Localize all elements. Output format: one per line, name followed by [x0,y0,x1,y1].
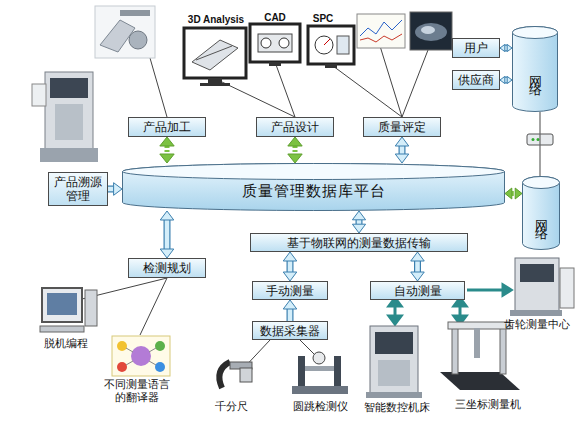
connector-arrow [540,112,541,176]
connector-arrow [288,137,302,163]
party-box: 用户 [452,38,500,58]
caption-label: 圆跳检测仪 [283,400,357,413]
process-box: 手动测量 [252,281,328,300]
chart-image [357,14,405,48]
connector-arrow [505,188,522,199]
connector-arrow [411,252,425,281]
translator-image [112,336,170,376]
connector-arrow [395,137,409,163]
node-text: 质量管理数据库平台 [242,176,386,198]
node-text: 产品设计 [271,120,319,134]
caption-label: 智能数控机床 [356,401,438,414]
process-box: 产品加工 [128,117,206,137]
node-text: 检测规划 [143,261,191,275]
connector-arrow [283,300,297,321]
machine-image [32,72,98,162]
caption-label: CAD [252,11,298,24]
connector-arrow [352,211,365,233]
micrometer-image [219,362,252,388]
party-box: 供应商 [452,70,500,90]
process-box: 数据采集器 [252,321,328,340]
network-cylinder: 网络 [512,26,558,112]
node-text: 供应商 [458,73,494,87]
process-box: 产品设计 [256,117,334,137]
cmm-image [440,322,520,390]
connector-arrow [160,211,174,258]
node-text: 自动测量 [394,284,442,298]
node-text: 产品加工 [143,120,191,134]
node-text: 质量评定 [378,120,426,134]
cnc-machine-image [366,326,422,398]
caption-label: 三坐标测量机 [443,398,533,411]
parts-image [95,6,155,58]
connector-arrow [283,252,297,281]
caption-label: 3D Analysis [178,13,254,26]
connector-arrow [160,137,174,163]
monitor-cad [250,24,300,66]
transfer-band: 基于物联网的测量数据传输 [250,233,468,252]
caption-label: 齿轮测量中心 [496,318,578,331]
caption-label: 不同测量语言的翻译器 [104,378,170,404]
process-box: 检测规划 [128,258,206,278]
node-text: 用户 [464,41,488,55]
monitor-3d [184,28,246,86]
node-text: 网络 [534,201,548,225]
computer-image [40,288,97,332]
connector-arrow [500,76,512,83]
process-box: 产品溯源管理 [48,172,108,206]
node-text: 网络 [528,57,542,81]
node-text: 基于物联网的测量数据传输 [287,236,431,250]
runout-tester-image [292,352,348,394]
caption-label: SPC [306,12,340,25]
gear-center-image [510,258,574,316]
node-text: 数据采集器 [260,324,320,338]
caption-label: 千分尺 [205,400,257,413]
caption-label: 脱机编程 [30,337,102,350]
node-text: 产品溯源管理 [49,175,107,203]
monitor-spc [308,26,354,68]
process-box: 质量评定 [363,117,441,137]
connector-arrow [500,44,512,51]
network-cylinder: 网络 [522,176,560,250]
connector-arrow [108,183,122,196]
node-text: 手动测量 [266,284,314,298]
process-box: 自动测量 [370,281,465,300]
database-platform: 质量管理数据库平台 [122,163,505,211]
scan-image [410,12,452,50]
